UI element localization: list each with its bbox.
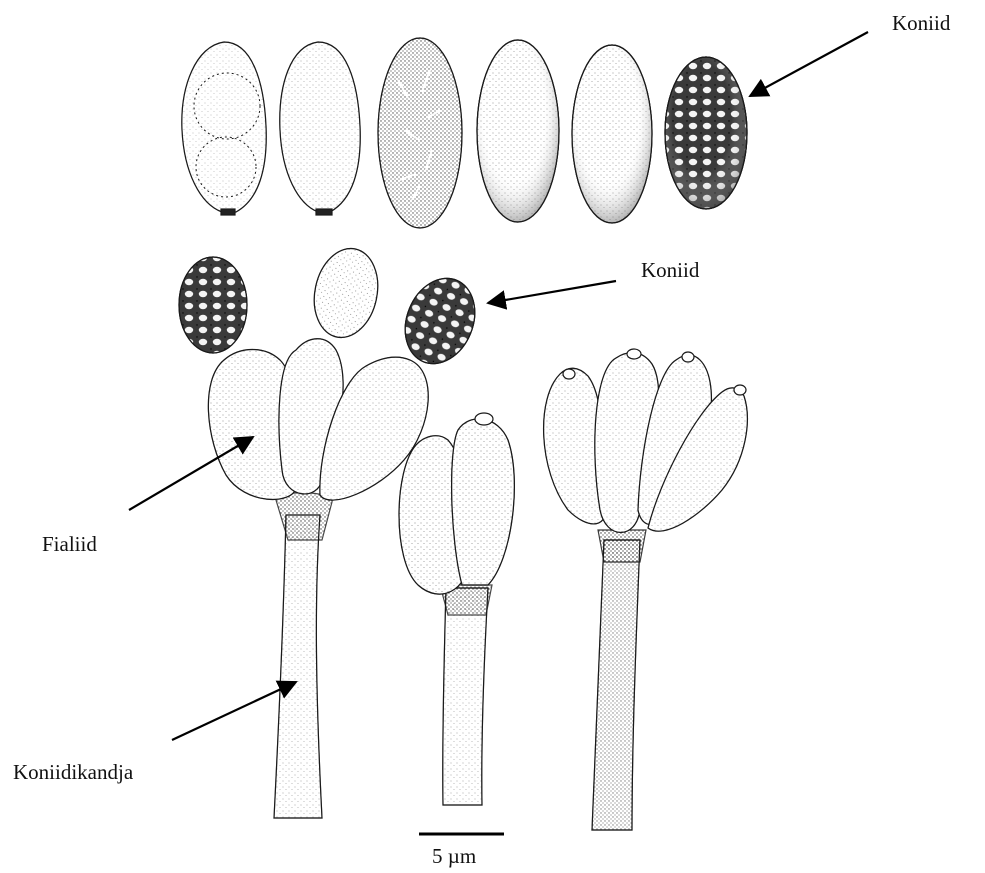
arrow-conidiophore [172,682,296,740]
conidiophore-middle [399,413,514,805]
label-phialide: Fialiid [42,534,97,555]
label-conidia-mid: Koniid [641,260,699,281]
scale-bar-label: 5 µm [432,846,476,867]
conidia-row-top [182,38,747,228]
arrow-conidia-mid [488,281,616,303]
label-conidia-top: Koniid [892,13,950,34]
conidium-5 [572,45,652,223]
conidium-2 [280,42,360,215]
conidiophore-right [544,349,748,830]
label-conidiophore: Koniidikandja [13,762,133,783]
conidium-6-ornamented [665,57,747,209]
arrow-conidia-top [750,32,868,96]
conidium-4 [477,40,559,222]
conidium-1 [182,42,266,215]
conidium-3 [378,38,462,228]
